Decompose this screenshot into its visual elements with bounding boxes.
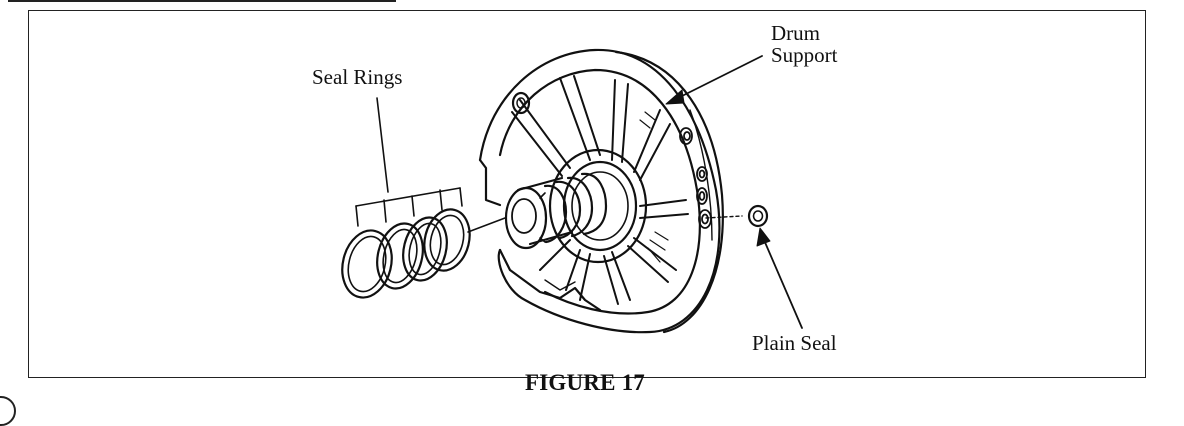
drum-hub <box>548 148 648 264</box>
plain-seal-guide <box>705 215 743 219</box>
drum-spokes <box>511 75 689 305</box>
drum-support-arrowhead <box>665 89 685 105</box>
drum-shaft <box>504 172 608 250</box>
figure-frame <box>28 10 1146 378</box>
drum-support-wheel <box>478 48 724 334</box>
plain-seal-arrowhead <box>756 227 771 247</box>
seal-rings-label: Seal Rings <box>312 65 403 89</box>
seal-rings <box>341 208 471 299</box>
drum-support-diagram <box>341 48 803 334</box>
drum-support-label-line2: Support <box>771 43 838 67</box>
seal-rings-leader <box>355 97 506 233</box>
rib-hatching <box>639 111 669 263</box>
page-top-rule <box>8 0 396 2</box>
plain-seal <box>747 204 769 228</box>
drum-support-label-line1: Drum <box>771 21 820 45</box>
rim-port-holes <box>679 127 712 229</box>
wheel-bolt-hole <box>511 91 531 115</box>
plain-seal-label: Plain Seal <box>752 331 837 355</box>
drum-support-label: Drum Support <box>771 22 838 66</box>
figure-caption: FIGURE 17 <box>525 370 646 395</box>
drum-support-arrow <box>677 55 763 99</box>
plain-seal-arrow <box>763 239 803 329</box>
